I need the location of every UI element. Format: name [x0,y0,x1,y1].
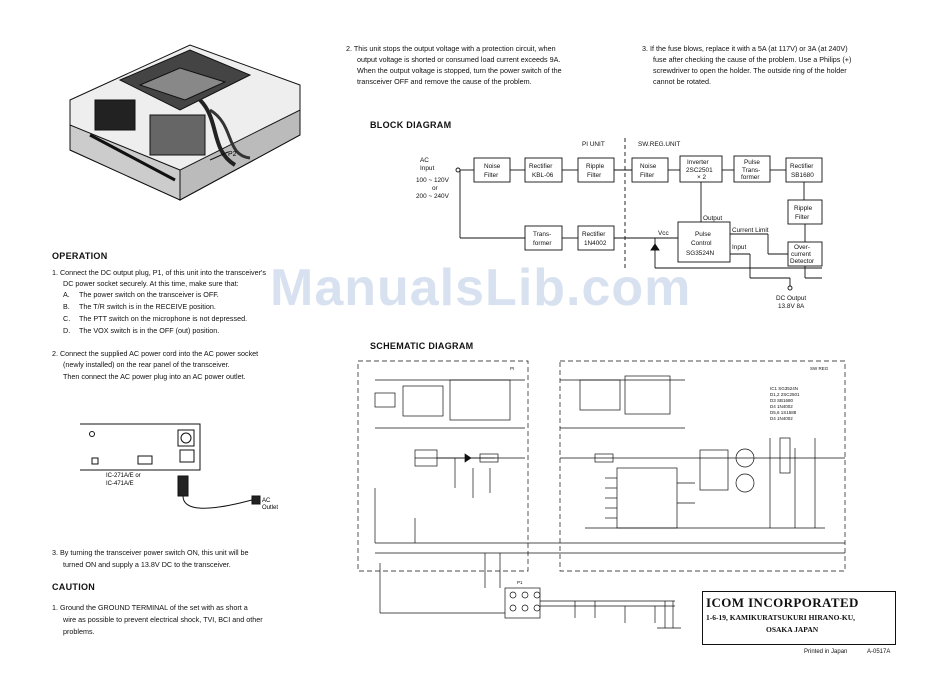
inv-c: × 2 [697,174,707,181]
company-address-2: OSAKA JAPAN [766,625,819,634]
inv-b: 2SC2501 [686,167,713,174]
pc-b: Control [691,240,712,247]
rect1-a: Rectifier [529,163,553,170]
company-address-1: 1-6-19, KAMIKURATSUKURI HIRANO-KU, [706,613,856,622]
rect2-a: Rectifier [582,231,606,238]
operation-heading: OPERATION [52,251,108,261]
schematic-swreg-label: SW REG [810,366,829,371]
ic-list-5: D5,6 1S1588 [770,410,797,415]
check-d-letter: D. [63,326,71,335]
rip2-b: Filter [795,214,810,221]
watermark: ManualsLib.com [270,259,692,317]
pt-a: Pulse [744,159,760,166]
step2-line1: 2. Connect the supplied AC power cord in… [52,349,259,358]
ac-label: AC [420,157,429,164]
check-c-text: The PTT switch on the microphone is not … [79,314,248,323]
illus-model2: IC-471A/E [106,481,134,487]
ic-list-1: IC1 SG3524N [770,386,798,391]
check-b-text: The T/R switch is in the RECEIVE positio… [79,302,216,311]
check-d-text: The VOX switch is in the OFF (out) posit… [79,326,220,335]
p1-connector-label: P1 [517,580,523,585]
pc-c: SG3524N [686,250,714,257]
ic-list-3: D3 SB1680 [770,398,794,403]
caution3-line1: 3. If the fuse blows, replace it with a … [642,44,848,53]
output-label: Output [703,215,722,222]
pi-unit-label: PI UNIT [582,141,605,148]
schematic-pi-label: PI [510,366,514,371]
caution2-line1: 2. This unit stops the output voltage wi… [346,44,556,53]
step3-line1: 3. By turning the transceiver power swit… [52,548,249,557]
pulse-transformer-box [733,155,771,183]
noise2-a: Noise [640,163,657,170]
voltage-2: 200 ~ 240V [416,193,450,200]
caution2-line2: output voltage is shorted or consumed lo… [357,55,561,64]
company-name: ICOM INCORPORATED [706,595,859,610]
rip2-a: Ripple [794,205,813,212]
caution1-line3: problems. [63,627,95,636]
rect2-b: 1N4002 [584,240,607,247]
step3-line2: turned ON and supply a 13.8V DC to the t… [63,560,231,569]
ac-input-label: Input [420,165,434,172]
schematic-diagram: PI SW REG IC1 SG3524N D1,2 2SC2501 D3 SB… [357,360,846,629]
caution1-line2: wire as possible to prevent electrical s… [63,615,263,624]
vcc-label: Vcc [658,230,669,237]
input-label: Input [732,244,746,251]
step1-line1: 1. Connect the DC output plug, P1, of th… [52,268,266,277]
ic-list-2: D1,2 2SC2501 [770,392,800,397]
caution1-line1: 1. Ground the GROUND TERMINAL of the set… [52,603,248,612]
ripple1-a: Ripple [586,163,605,170]
caution2-line4: transceiver OFF and remove the cause of … [357,77,532,86]
voltage-1: 100 ~ 120V [416,177,450,184]
caution3-line2: fuse after checking the cause of the pro… [653,55,852,64]
step2-line2: (newly installed) on the rear panel of t… [63,360,230,369]
p2-label: P2 [228,151,237,158]
trans-a: Trans- [533,231,551,238]
pulse-control-box [677,221,731,263]
check-a-text: The power switch on the transceiver is O… [79,290,219,299]
pc-a: Pulse [695,231,711,238]
rect1-b: KBL-06 [532,172,554,179]
ic-list-6: D4 1N4002 [770,416,793,421]
ripple1-b: Filter [587,172,602,179]
check-b-letter: B. [63,302,70,311]
check-c-letter: C. [63,314,71,323]
oc-a: Over- [794,244,810,251]
company-box [702,591,896,645]
voltage-or: or [432,185,439,192]
dc-output-label: DC Output [776,295,806,302]
trans-b: former [533,240,552,247]
dc-output-value: 13.8V 8A [778,303,805,310]
unit-interior-photo: P2 [69,44,301,201]
caution3-line4: cannot be rotated. [653,77,711,86]
rect3-a: Rectifier [790,163,814,170]
illus-ac-label: AC [262,498,271,504]
printed-in-japan: Printed in Japan [804,649,848,655]
schematic-heading: SCHEMATIC DIAGRAM [370,341,474,351]
current-limit-label: Current Limit [732,227,769,234]
caution-heading: CAUTION [52,582,96,592]
rect3-b: SB1680 [791,172,814,179]
oc-c: Detector [790,258,815,265]
step1-line2: DC power socket securely. At this time, … [63,279,239,288]
rear-panel-illustration: IC-271A/E or IC-471A/E AC Outlet [80,423,278,511]
pt-c: former [741,174,760,181]
illus-outlet-label: Outlet [262,505,278,511]
ic-list-4: D4 1N4002 [770,404,793,409]
noise1-b: Filter [484,172,499,179]
caution2-line3: When the output voltage is stopped, turn… [357,66,562,75]
noise2-b: Filter [640,172,655,179]
step2-line3: Then connect the AC power plug into an A… [63,372,246,381]
inv-a: Inverter [687,159,710,166]
block-diagram-heading: BLOCK DIAGRAM [370,120,452,130]
sw-unit-label: SW.REG.UNIT [638,141,680,148]
block-diagram: PI UNIT SW.REG.UNIT AC Input 100 ~ 120V … [416,138,823,310]
check-a-letter: A. [63,290,70,299]
oc-b: current [791,251,811,258]
noise1-a: Noise [484,163,501,170]
caution3-line3: screwdriver to open the holder. The outs… [653,66,847,75]
document-code: A-0517A [867,649,891,655]
illus-model1: IC-271A/E or [106,473,141,479]
pt-b: Trans- [742,167,760,174]
